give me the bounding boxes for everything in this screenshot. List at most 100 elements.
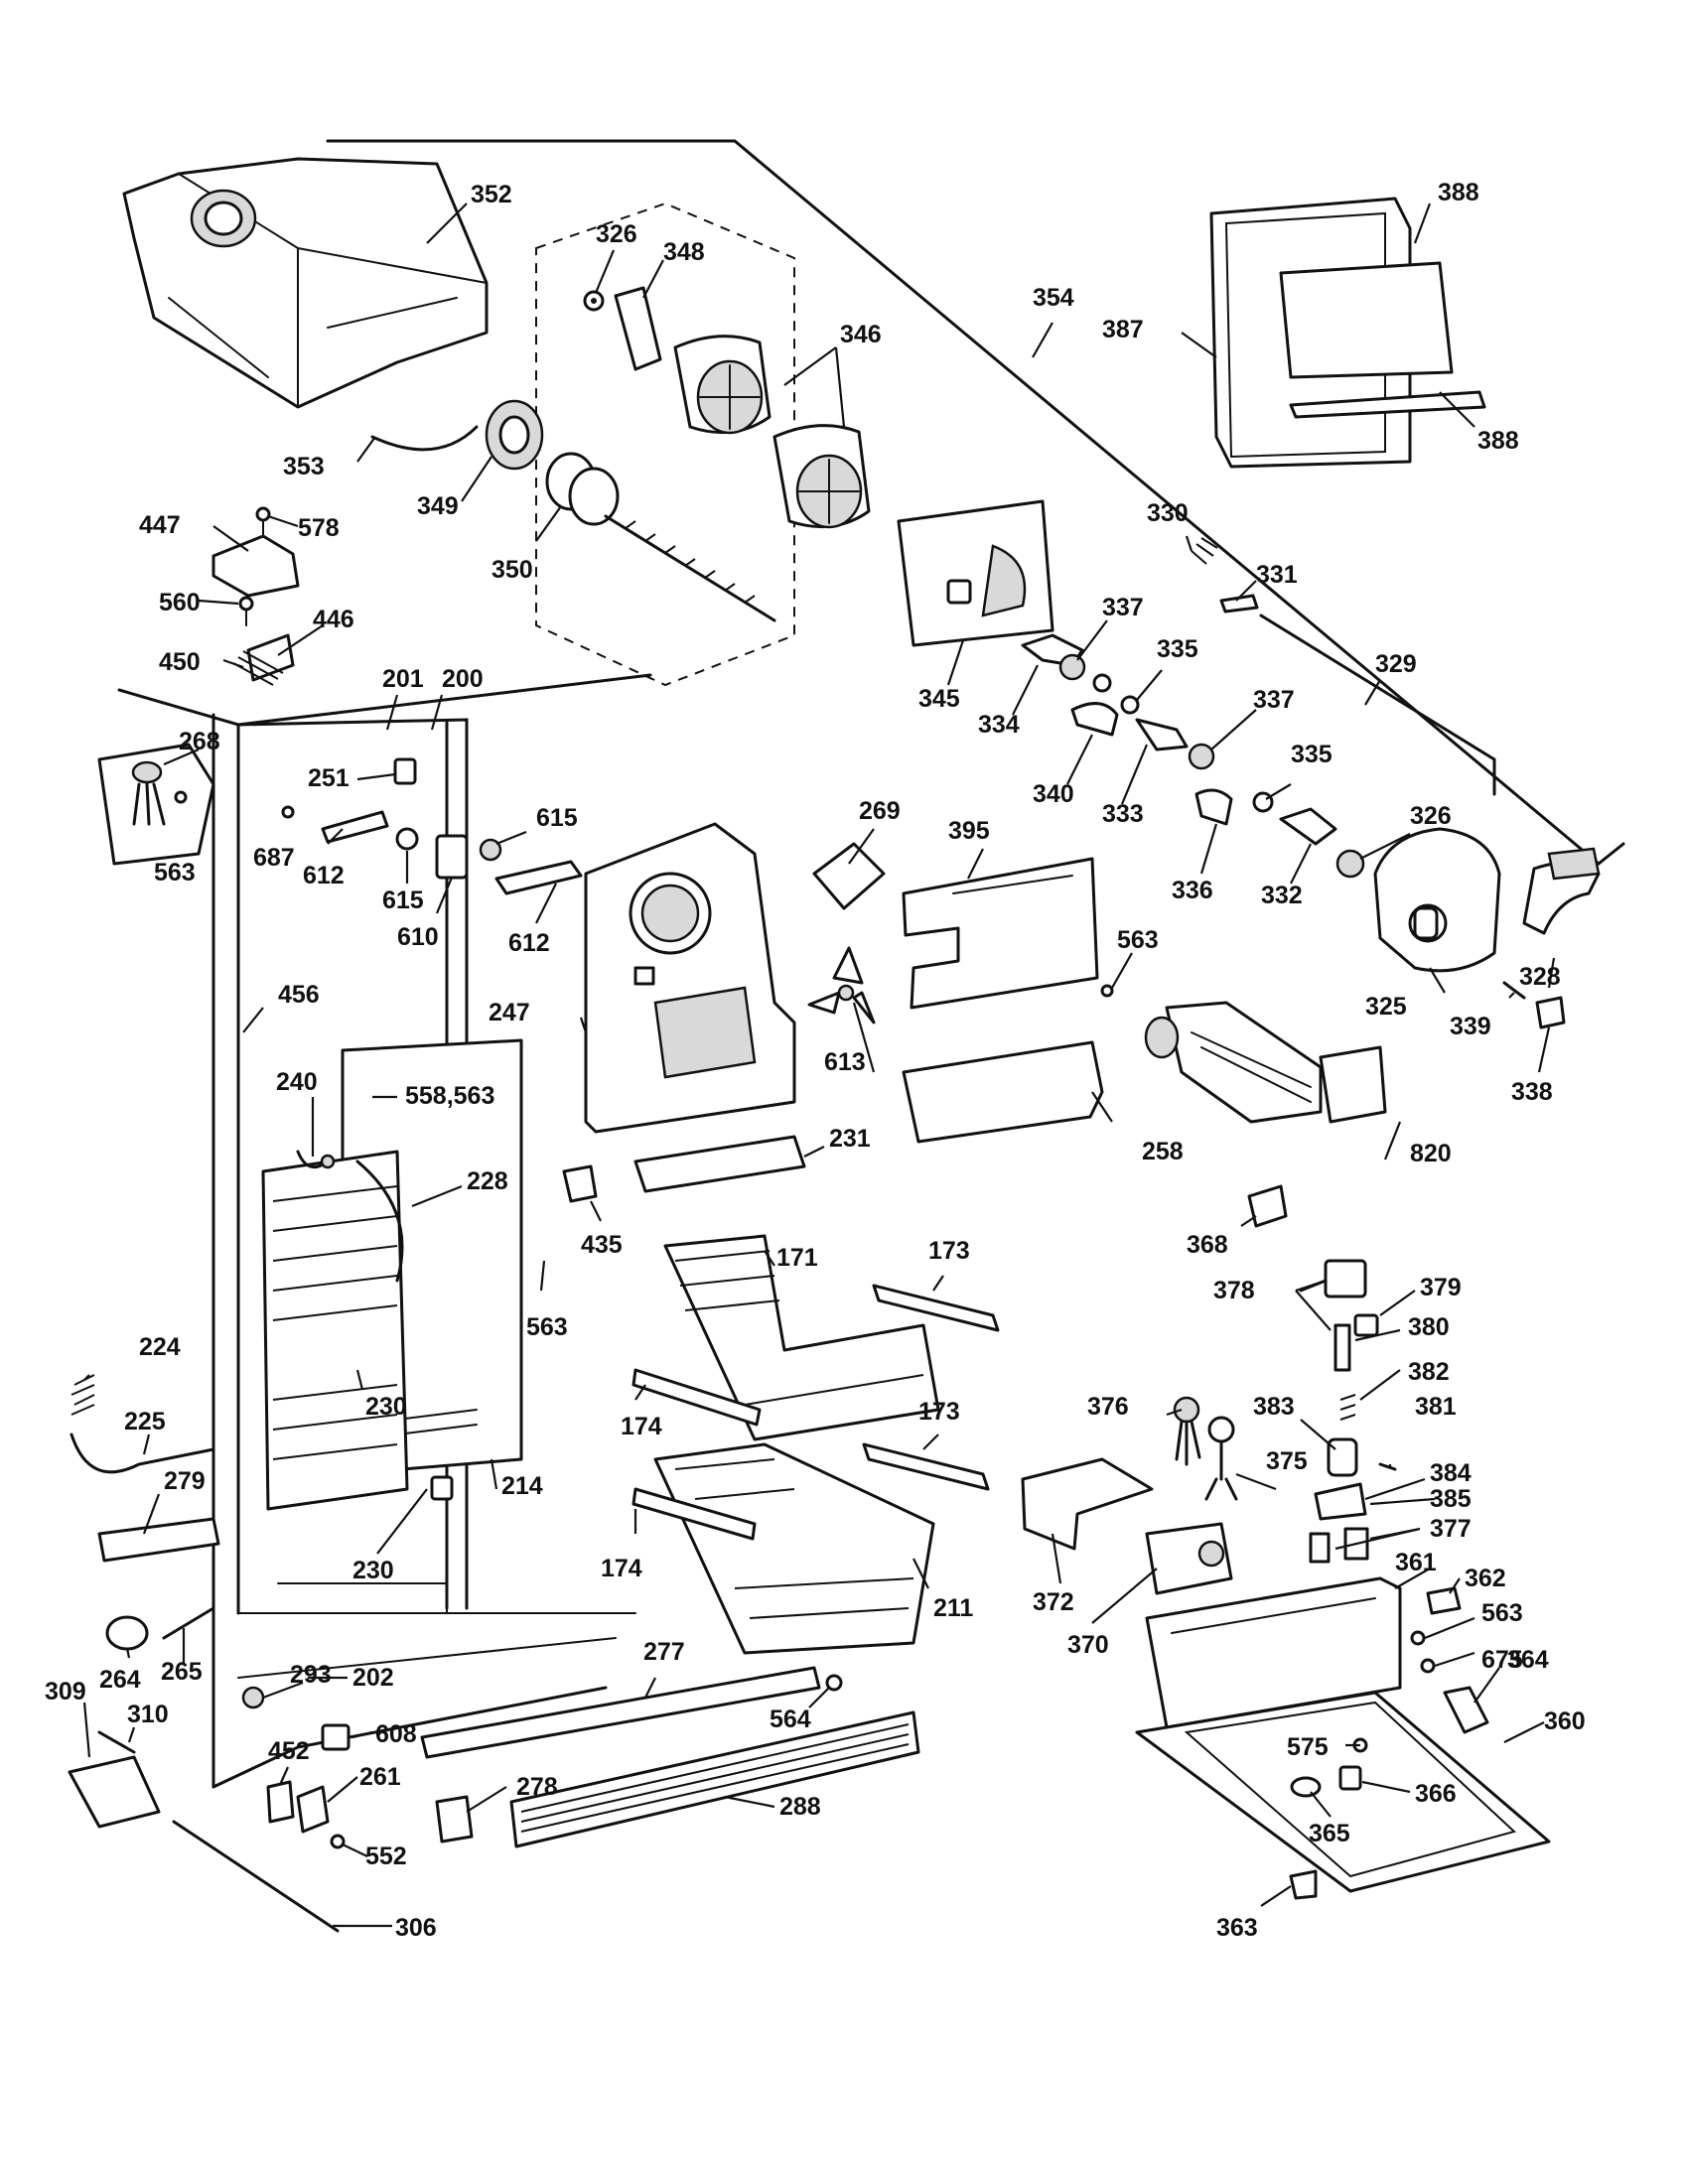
ice-bucket xyxy=(122,157,489,409)
callout-261: 261 xyxy=(359,1763,401,1791)
callout-563-c: 563 xyxy=(526,1313,568,1341)
callout-258: 258 xyxy=(1142,1138,1184,1165)
callout-563-a: 563 xyxy=(154,859,196,887)
callout-352: 352 xyxy=(471,181,512,208)
callout-173-b: 173 xyxy=(918,1398,960,1426)
clip-435 xyxy=(562,1164,598,1203)
callout-435: 435 xyxy=(581,1231,623,1259)
callout-612-b: 612 xyxy=(508,929,550,957)
callout-452: 452 xyxy=(268,1737,310,1765)
washer-335b xyxy=(1252,791,1274,813)
callout-279: 279 xyxy=(164,1467,206,1495)
callout-265: 265 xyxy=(161,1658,203,1686)
callout-224: 224 xyxy=(139,1333,181,1361)
callout-395: 395 xyxy=(948,817,990,845)
callout-326: 326 xyxy=(596,220,637,248)
callout-385: 385 xyxy=(1430,1485,1472,1513)
callout-360: 360 xyxy=(1544,1707,1586,1735)
callout-612-a: 612 xyxy=(303,862,345,889)
callout-365: 365 xyxy=(1309,1820,1350,1847)
callout-354: 354 xyxy=(1033,284,1074,312)
callout-450: 450 xyxy=(159,648,201,676)
callout-349: 349 xyxy=(417,492,459,520)
callout-288: 288 xyxy=(779,1793,821,1821)
bracket-452 xyxy=(266,1780,295,1824)
clip-331 xyxy=(1219,594,1259,614)
callout-375: 375 xyxy=(1266,1447,1308,1475)
callout-325: 325 xyxy=(1365,993,1407,1021)
rod-306 xyxy=(172,1820,340,1933)
callout-388-bottom: 388 xyxy=(1477,427,1519,455)
rail-173a xyxy=(872,1284,1000,1332)
hinge-rail-277 xyxy=(420,1666,821,1759)
clip-362 xyxy=(1426,1586,1462,1615)
bucket-rod-353 xyxy=(370,425,479,452)
callout-564: 564 xyxy=(770,1706,811,1733)
callout-277: 277 xyxy=(643,1638,685,1666)
callout-456: 456 xyxy=(278,981,320,1009)
callout-377: 377 xyxy=(1430,1515,1472,1543)
wire-basket-171 xyxy=(663,1234,940,1441)
callout-337-a: 337 xyxy=(1102,594,1144,621)
bracket-612b xyxy=(494,860,583,895)
spring-330 xyxy=(1191,537,1218,565)
callout-615-b: 615 xyxy=(382,887,424,914)
lever-329 xyxy=(1259,614,1496,796)
valve-278 xyxy=(435,1795,474,1843)
callout-353: 353 xyxy=(283,453,325,480)
grommet-615a xyxy=(395,827,419,851)
screw-687 xyxy=(281,805,295,819)
sensor-240 xyxy=(296,1150,336,1169)
ice-maker-820 xyxy=(1144,1001,1387,1124)
callout-278: 278 xyxy=(516,1773,558,1801)
callout-364: 364 xyxy=(1507,1646,1549,1674)
callout-361: 361 xyxy=(1395,1549,1437,1576)
callout-563-b: 563 xyxy=(1117,926,1159,954)
clip-230 xyxy=(430,1475,454,1501)
fan-blade-613 xyxy=(807,946,876,1024)
callout-231: 231 xyxy=(829,1125,871,1153)
duct-231 xyxy=(633,1135,806,1193)
solenoid-378 xyxy=(1299,1259,1367,1298)
callout-330: 330 xyxy=(1147,499,1189,527)
heater-225 xyxy=(70,1433,215,1474)
rail-173b xyxy=(862,1442,990,1491)
block-608 xyxy=(321,1723,351,1751)
callout-174-a: 174 xyxy=(621,1413,662,1440)
callout-240: 240 xyxy=(276,1068,318,1096)
gear-337a xyxy=(1058,653,1086,681)
callout-214: 214 xyxy=(501,1472,543,1500)
callout-293: 293 xyxy=(290,1661,332,1689)
auger-bearing-349 xyxy=(485,399,544,471)
callout-200: 200 xyxy=(442,665,484,693)
harness-376 xyxy=(1173,1396,1201,1466)
callout-380: 380 xyxy=(1408,1313,1450,1341)
callout-335-a: 335 xyxy=(1157,635,1198,663)
grommet-615b xyxy=(479,838,502,862)
arm-340 xyxy=(1070,673,1119,737)
callout-387: 387 xyxy=(1102,316,1144,343)
evaporator-coil-228 xyxy=(261,1150,409,1511)
callout-269: 269 xyxy=(859,797,901,825)
callout-334: 334 xyxy=(978,711,1020,739)
callout-368: 368 xyxy=(1187,1231,1228,1259)
leader-lines xyxy=(82,203,1556,1928)
callout-230-a: 230 xyxy=(365,1393,407,1421)
screw-563b xyxy=(1100,984,1114,998)
plunger-379 xyxy=(1353,1313,1379,1337)
motor-370 xyxy=(1145,1522,1233,1595)
link-333 xyxy=(1135,718,1189,751)
screw-563d xyxy=(1410,1630,1426,1646)
actuator-366 xyxy=(1338,1765,1362,1791)
callout-370: 370 xyxy=(1067,1631,1109,1659)
screw-578 xyxy=(255,506,271,537)
callout-173-a: 173 xyxy=(928,1237,970,1265)
callout-675: 675 xyxy=(1481,1646,1523,1674)
ice-crusher-blades-346 xyxy=(673,335,871,529)
callout-372: 372 xyxy=(1033,1588,1074,1616)
screw-560 xyxy=(238,596,254,626)
callout-578: 578 xyxy=(298,514,340,542)
callout-560: 560 xyxy=(159,589,201,616)
hinge-261 xyxy=(296,1785,330,1834)
callout-230-b: 230 xyxy=(352,1557,394,1584)
